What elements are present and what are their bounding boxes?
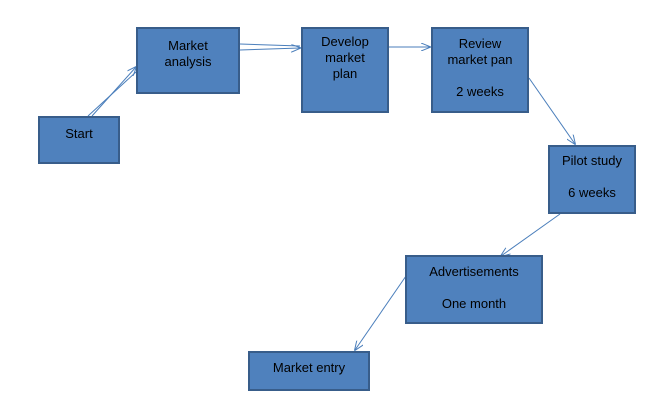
node-review-spacer [433,68,527,84]
node-pilot-title: Pilot study [562,153,622,168]
node-develop-line-2: market [325,50,365,65]
node-market-entry: Market entry [248,351,370,391]
node-pilot-spacer [550,169,634,185]
node-start: Start [38,116,120,164]
arrow-start-to-market-analysis [87,67,136,117]
node-review-duration: 2 weeks [456,84,504,99]
arrow-market-analysis-to-develop [239,43,300,50]
node-pilot-study: Pilot study 6 weeks [548,145,636,214]
node-ads-spacer [407,280,541,296]
node-advertisements: Advertisements One month [405,255,543,324]
arrow-ads-to-entry [355,275,407,350]
arrow-review-to-pilot [528,77,575,144]
node-review-market-pan: Review market pan 2 weeks [431,27,529,113]
node-start-label: Start [65,126,93,141]
arrow-pilot-to-ads [501,213,561,256]
node-market-analysis-line-1: Market [168,38,208,53]
node-market-analysis: Market analysis [136,27,240,94]
node-develop-market-plan: Develop market plan [301,27,389,113]
node-review-line-2: market pan [447,52,513,67]
node-review-line-1: Review [458,36,502,51]
node-market-entry-label: Market entry [272,360,346,375]
node-develop-line-3: plan [332,66,358,81]
node-pilot-duration: 6 weeks [568,185,616,200]
node-market-analysis-line-2: analysis [164,54,212,69]
node-develop-line-1: Develop [321,34,369,49]
node-ads-title: Advertisements [429,264,519,279]
node-ads-duration: One month [441,296,507,311]
